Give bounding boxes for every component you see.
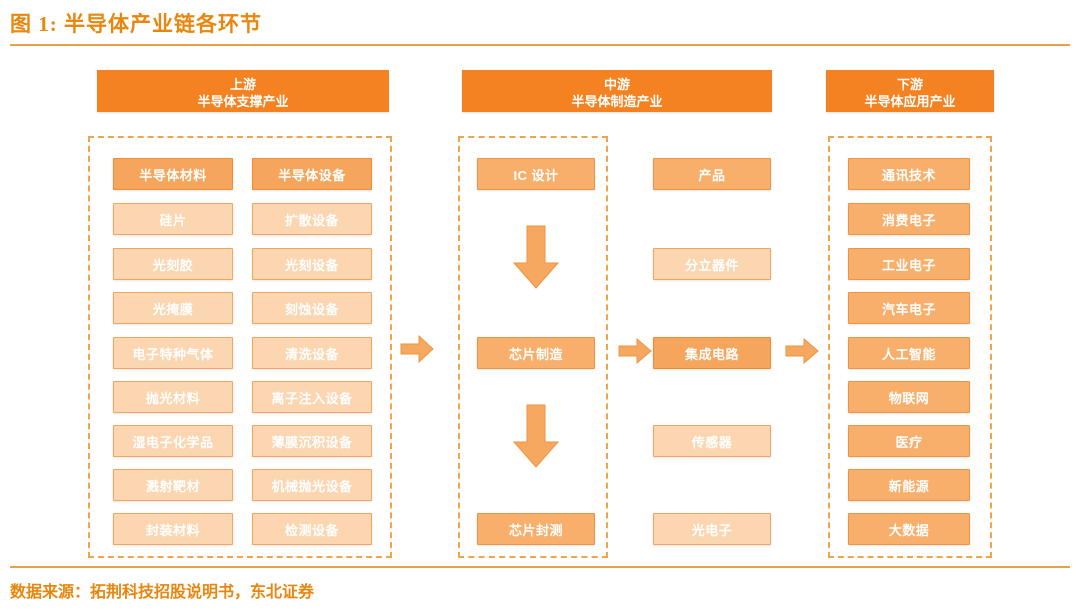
title-divider xyxy=(10,44,1070,46)
box-upstream-equipment-3[interactable]: 刻蚀设备 xyxy=(252,292,372,324)
box-upstream-material-0[interactable]: 半导体材料 xyxy=(113,158,233,190)
box-upstream-material-6[interactable]: 湿电子化学品 xyxy=(113,425,233,457)
box-upstream-equipment-5[interactable]: 离子注入设备 xyxy=(252,381,372,413)
figure-title: 图 1: 半导体产业链各环节 xyxy=(10,12,262,36)
box-downstream-application-4[interactable]: 人工智能 xyxy=(848,337,970,369)
section-header-midstream: 中游 半导体制造产业 xyxy=(462,70,772,112)
section-header-upstream: 上游 半导体支撑产业 xyxy=(97,70,389,112)
section-header-downstream-line2: 半导体应用产业 xyxy=(864,94,956,109)
box-midstream-product-3[interactable]: 传感器 xyxy=(653,425,771,457)
box-upstream-material-3[interactable]: 光掩膜 xyxy=(113,292,233,324)
box-downstream-application-3[interactable]: 汽车电子 xyxy=(848,292,970,324)
box-midstream-process-2[interactable]: 芯片封测 xyxy=(477,513,595,545)
box-upstream-material-5[interactable]: 抛光材料 xyxy=(113,381,233,413)
section-header-midstream-line2: 半导体制造产业 xyxy=(571,94,663,109)
section-header-upstream-line1: 上游 xyxy=(229,77,256,92)
arrow-down-icon-fab-to-package xyxy=(513,404,559,468)
arrow-right-icon-process-to-product xyxy=(618,338,652,368)
box-upstream-equipment-7[interactable]: 机械抛光设备 xyxy=(252,469,372,501)
box-downstream-application-0[interactable]: 通讯技术 xyxy=(848,158,970,190)
box-downstream-application-1[interactable]: 消费电子 xyxy=(848,203,970,235)
box-downstream-application-6[interactable]: 医疗 xyxy=(848,425,970,457)
panel-downstream xyxy=(828,136,992,558)
box-downstream-application-8[interactable]: 大数据 xyxy=(848,513,970,545)
section-header-upstream-line2: 半导体支撑产业 xyxy=(197,94,289,109)
figure-source: 数据来源：拓荆科技招股说明书，东北证券 xyxy=(10,584,315,601)
arrow-right-icon-upstream-to-midstream xyxy=(400,334,434,364)
box-upstream-equipment-2[interactable]: 光刻设备 xyxy=(252,248,372,280)
box-upstream-material-8[interactable]: 封装材料 xyxy=(113,513,233,545)
box-upstream-equipment-6[interactable]: 薄膜沉积设备 xyxy=(252,425,372,457)
arrow-down-icon-design-to-fab xyxy=(513,225,559,289)
box-upstream-material-2[interactable]: 光刻胶 xyxy=(113,248,233,280)
box-upstream-equipment-1[interactable]: 扩散设备 xyxy=(252,203,372,235)
box-upstream-equipment-8[interactable]: 检测设备 xyxy=(252,513,372,545)
box-midstream-product-2[interactable]: 集成电路 xyxy=(653,337,771,369)
box-upstream-material-1[interactable]: 硅片 xyxy=(113,203,233,235)
box-midstream-product-0[interactable]: 产品 xyxy=(653,158,771,190)
box-downstream-application-2[interactable]: 工业电子 xyxy=(848,248,970,280)
arrow-right-icon-midstream-to-downstream xyxy=(785,338,819,368)
panel-midstream xyxy=(458,136,608,558)
box-downstream-application-5[interactable]: 物联网 xyxy=(848,381,970,413)
section-header-downstream: 下游 半导体应用产业 xyxy=(826,70,994,112)
box-downstream-application-7[interactable]: 新能源 xyxy=(848,469,970,501)
panel-upstream xyxy=(88,136,392,558)
box-upstream-equipment-4[interactable]: 清洗设备 xyxy=(252,337,372,369)
box-midstream-product-4[interactable]: 光电子 xyxy=(653,513,771,545)
box-midstream-product-1[interactable]: 分立器件 xyxy=(653,248,771,280)
box-midstream-process-0[interactable]: IC 设计 xyxy=(477,158,595,190)
section-header-midstream-line1: 中游 xyxy=(603,77,630,92)
section-header-downstream-line1: 下游 xyxy=(896,77,923,92)
footer-divider xyxy=(10,566,1070,568)
box-midstream-process-1[interactable]: 芯片制造 xyxy=(477,337,595,369)
box-upstream-material-4[interactable]: 电子特种气体 xyxy=(113,337,233,369)
box-upstream-equipment-0[interactable]: 半导体设备 xyxy=(252,158,372,190)
box-upstream-material-7[interactable]: 溅射靶材 xyxy=(113,469,233,501)
